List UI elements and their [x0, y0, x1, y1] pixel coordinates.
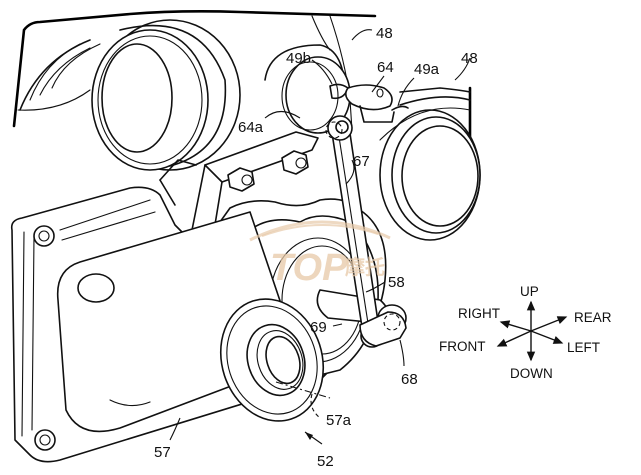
- nut-right: [281, 150, 309, 175]
- label-57a: 57a: [326, 412, 352, 429]
- lever-64: [344, 84, 409, 123]
- nut-left: [227, 167, 255, 192]
- label-58: 58: [388, 274, 405, 291]
- label-67: 67: [353, 153, 370, 170]
- label-48-right: 48: [461, 50, 478, 67]
- label-68: 68: [401, 371, 418, 388]
- watermark: TOP 摩托: [249, 220, 391, 289]
- throttle-body-49b: [264, 44, 351, 134]
- compass-up: UP: [520, 284, 539, 299]
- label-49b: 49b: [286, 50, 311, 67]
- compass-down: DOWN: [510, 366, 553, 381]
- arrow-front: [496, 330, 532, 347]
- left-air-boot: [91, 19, 241, 171]
- arrowhead-52: [305, 432, 313, 440]
- direction-compass: UP DOWN RIGHT REAR FRONT LEFT: [439, 284, 612, 381]
- label-48-top: 48: [376, 25, 393, 42]
- compass-front: FRONT: [439, 339, 486, 354]
- label-49a: 49a: [414, 61, 440, 78]
- left-duct: [17, 39, 101, 111]
- arm-68: [359, 311, 407, 347]
- label-69: 69: [310, 319, 327, 336]
- watermark-latin: TOP: [270, 247, 348, 289]
- label-52: 52: [317, 453, 334, 470]
- arrow-left: [530, 330, 564, 344]
- reference-labels: 48 48 49b 64 49a 64a 67 58 69 68 57 57a …: [154, 25, 478, 470]
- arrow-right: [499, 320, 532, 332]
- label-64a: 64a: [238, 119, 264, 136]
- label-64: 64: [377, 59, 394, 76]
- arrow-rear: [530, 316, 568, 332]
- label-57: 57: [154, 444, 171, 461]
- motor-57: [56, 211, 331, 433]
- compass-rear: REAR: [574, 310, 612, 325]
- watermark-chinese: 摩托: [345, 255, 385, 279]
- compass-right: RIGHT: [458, 306, 500, 321]
- compass-left: LEFT: [567, 340, 600, 355]
- right-air-boot: [379, 87, 481, 241]
- mounting-bracket: [159, 131, 319, 256]
